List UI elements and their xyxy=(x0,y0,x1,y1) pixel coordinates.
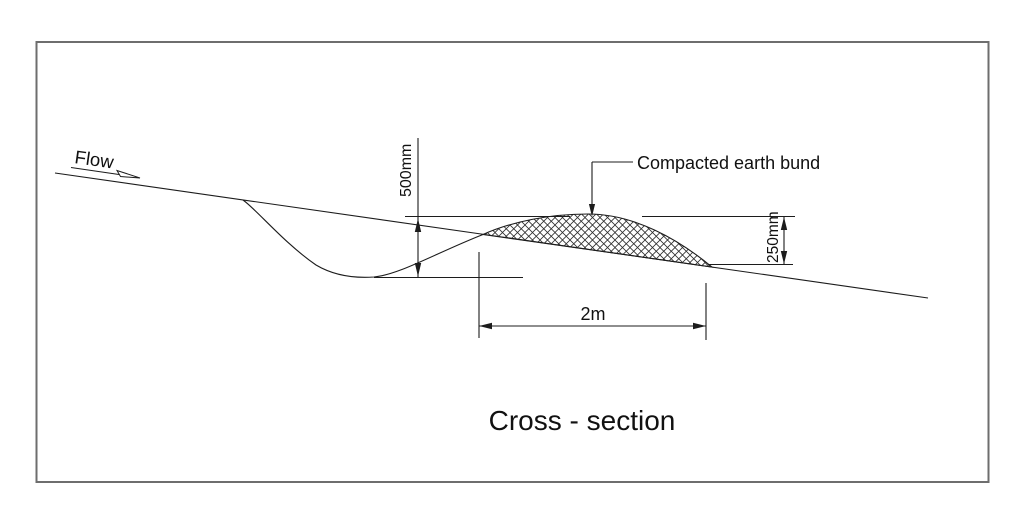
drawing-border-frame xyxy=(35,41,990,483)
height-dimension-label: 250mm xyxy=(765,211,782,263)
leader-arrowhead-down-icon xyxy=(588,204,596,217)
width-arrowhead-right-icon xyxy=(693,322,706,330)
depth-arrowhead-down-icon xyxy=(414,263,422,277)
height-arrowhead-up-icon xyxy=(780,217,788,230)
flow-direction-line xyxy=(70,166,120,176)
flow-arrowhead-icon xyxy=(115,169,141,179)
width-dimension-label: 2m xyxy=(580,304,605,324)
section-title: Cross - section xyxy=(489,405,676,436)
arrowheads xyxy=(414,204,788,330)
earth-bund-shape xyxy=(481,213,714,268)
depth-arrowhead-up-icon xyxy=(414,218,422,232)
swale-channel-curve xyxy=(242,199,484,278)
height-arrowhead-down-icon xyxy=(780,251,788,264)
drawing-linework xyxy=(54,138,929,340)
width-arrowhead-left-icon xyxy=(479,322,492,330)
bund-label: Compacted earth bund xyxy=(637,153,820,173)
depth-dimension-label: 500mm xyxy=(398,144,415,197)
width-dimension-line xyxy=(478,252,707,340)
bund-leader-line xyxy=(591,161,633,204)
